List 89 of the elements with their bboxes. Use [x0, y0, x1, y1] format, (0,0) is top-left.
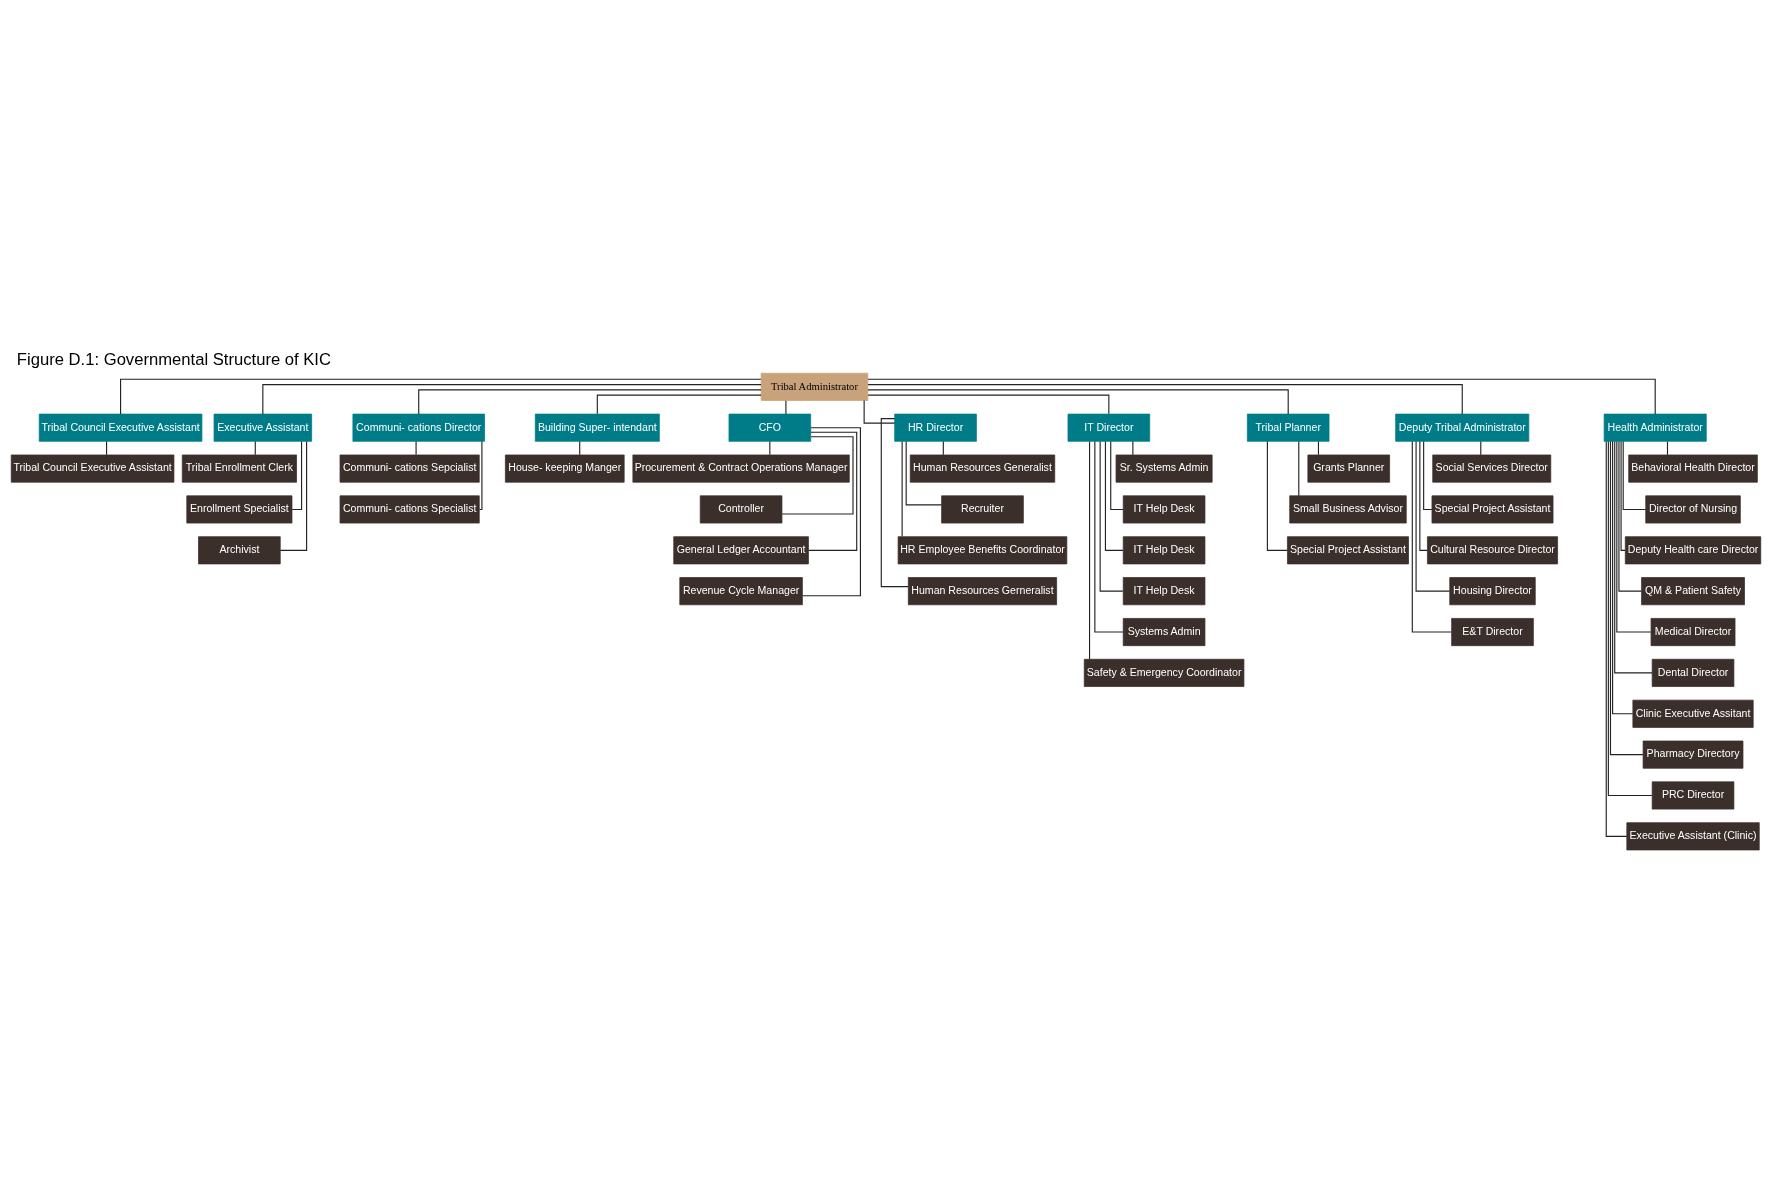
node-box: Safety & Emergency Coordinator	[1083, 658, 1245, 687]
node-box: Pharmacy Directory	[1642, 740, 1744, 769]
connector	[1614, 440, 1653, 673]
connector	[1620, 440, 1626, 551]
node-box: Deputy Health care Director	[1624, 535, 1762, 564]
connector	[279, 440, 308, 551]
connector	[418, 388, 762, 415]
node-box: Systems Admin	[1122, 617, 1206, 646]
connector	[1132, 440, 1134, 455]
node-box: QM & Patient Safety	[1641, 576, 1745, 605]
connector	[596, 394, 762, 414]
node-box: Sr. Systems Admin	[1115, 454, 1213, 483]
connector	[1609, 440, 1644, 755]
node-box: Deputy Tribal Administrator	[1395, 413, 1530, 442]
connector	[1099, 440, 1124, 592]
node-box: Archivist	[198, 535, 281, 564]
node-box: HR Employee Benefits Coordinator	[897, 535, 1068, 564]
node-box: Controller	[699, 494, 783, 523]
connector	[1622, 440, 1647, 510]
node-box: Procurement & Contract Operations Manager	[632, 454, 850, 483]
node-box: HR Director	[894, 413, 977, 442]
node-box: Communi- cations Specialist	[339, 494, 480, 523]
node-box: Grants Planner	[1307, 454, 1390, 483]
connector	[291, 440, 303, 510]
connector	[1415, 440, 1451, 592]
connector	[880, 417, 909, 587]
node-box: Tribal Administrator	[760, 372, 869, 401]
connector	[867, 383, 1463, 415]
connector	[262, 383, 762, 415]
connector	[415, 440, 417, 455]
node-box: Director of Nursing	[1645, 494, 1741, 523]
node-box: PRC Director	[1651, 781, 1735, 809]
node-box: IT Help Desk	[1122, 576, 1206, 605]
node-box: Special Project Assistant	[1431, 494, 1554, 523]
connector	[1094, 440, 1124, 633]
connector	[1110, 440, 1124, 510]
connector	[867, 388, 1289, 415]
connector	[120, 378, 762, 415]
node-box: Revenue Cycle Manager	[679, 576, 803, 605]
node-box: Behavioral Health Director	[1628, 454, 1758, 483]
connector	[1616, 440, 1652, 633]
node-box: Communi- cations Sepcialist	[339, 454, 480, 483]
node-box: Building Super- intendant	[534, 413, 660, 442]
connector	[1423, 440, 1433, 510]
connector	[867, 378, 1656, 415]
node-box: E&T Director	[1451, 617, 1534, 646]
connector	[1298, 440, 1300, 496]
node-box: Medical Director	[1650, 617, 1736, 646]
node-box: Human Resources Gerneralist	[907, 576, 1058, 605]
node-box: Small Business Advisor	[1289, 494, 1407, 523]
node-box: Communi- cations Director	[352, 413, 485, 442]
connector	[1419, 440, 1428, 551]
node-box: Cultural Resource Director	[1427, 535, 1558, 564]
connector	[1607, 440, 1653, 796]
connector	[478, 440, 483, 510]
connector	[1618, 440, 1642, 592]
node-box: Executive Assistant (Clinic)	[1626, 821, 1760, 850]
connector	[1411, 440, 1453, 633]
node-box: Tribal Enrollment Clerk	[181, 454, 297, 483]
connector	[781, 435, 854, 515]
node-box: Health Administrator	[1603, 413, 1707, 442]
connector	[801, 426, 861, 596]
connector	[1089, 440, 1091, 660]
connector	[1104, 440, 1124, 551]
node-box: Housing Director	[1449, 576, 1536, 605]
connector	[785, 399, 787, 414]
connector	[808, 431, 858, 551]
node-box: IT Director	[1067, 413, 1151, 442]
node-box: House- keeping Manger	[505, 454, 625, 483]
node-box: Special Project Assistant	[1287, 535, 1409, 564]
connector	[901, 440, 903, 537]
connector	[1612, 440, 1634, 714]
diagram-title: Figure D.1: Governmental Structure of KIC	[16, 349, 332, 369]
node-box: CFO	[728, 413, 812, 442]
node-box: Social Services Director	[1432, 454, 1552, 483]
node-box: Executive Assistant	[213, 413, 313, 442]
node-box: Recruiter	[941, 494, 1024, 523]
connector	[863, 399, 896, 424]
node-box: Human Resources Generalist	[909, 454, 1056, 483]
node-box: IT Help Desk	[1122, 494, 1206, 523]
node-box: Tribal Planner	[1246, 413, 1330, 442]
node-box: General Ledger Accountant	[673, 535, 809, 564]
node-box: Tribal Council Executive Assistant	[10, 454, 175, 483]
node-box: Clinic Executive Assitant	[1632, 699, 1754, 728]
node-box: Dental Director	[1651, 658, 1735, 687]
node-box: Enrollment Specialist	[186, 494, 293, 523]
connector	[867, 394, 1110, 414]
node-box: Tribal Council Executive Assistant	[38, 413, 203, 442]
node-box: IT Help Desk	[1122, 535, 1206, 564]
